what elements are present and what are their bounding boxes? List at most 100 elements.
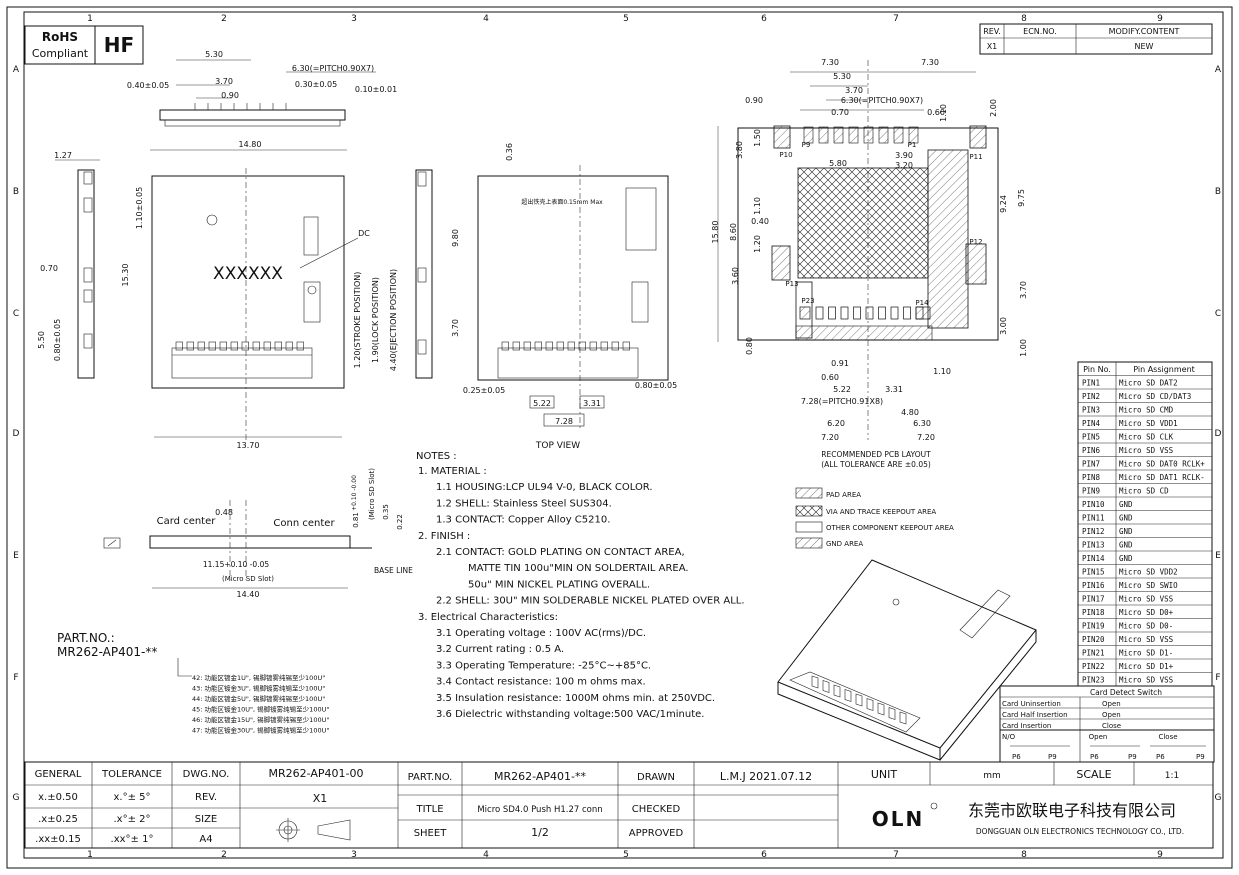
pin-number: PIN4	[1082, 419, 1101, 428]
cd-row1-val: Open	[1102, 700, 1121, 708]
pin-number: PIN3	[1082, 406, 1100, 415]
pcb-bottom-pads	[799, 306, 931, 320]
iso-finger	[855, 693, 863, 707]
cd-no: N/O	[1002, 733, 1016, 741]
dc-label: DC	[358, 229, 370, 238]
grid-col-bottom-5: 5	[623, 850, 629, 860]
dim-13.70: 13.70	[237, 441, 260, 450]
hf-badge: HF	[94, 25, 144, 65]
tol-linear-1: x.±0.50	[38, 792, 78, 803]
pin-assignment: GND	[1119, 514, 1133, 523]
dim-0.80-left: 0.80±0.05	[53, 319, 62, 361]
dim-3.31-top: 3.31	[583, 399, 601, 408]
grid-col-bottom-8: 8	[1021, 850, 1027, 860]
iso-finger	[833, 684, 841, 698]
grid-row-right-G: G	[1215, 793, 1222, 803]
pcb-dim-8: 1.10	[939, 104, 948, 122]
note-line-3: 1.2 SHELL: Stainless Steel SUS304.	[436, 498, 612, 509]
pcb-pad-bottom	[828, 306, 836, 320]
part-option-2: 43: 功能区镀金3U", 锡脚镀雾纯锡至少100U"	[192, 684, 325, 693]
contact-finger	[501, 341, 509, 351]
part-option-1: 42: 功能区镀金1U", 锡脚镀雾纯锡至少100U"	[192, 673, 325, 682]
pcb-pad-top	[878, 126, 889, 144]
pin-number: PIN7	[1082, 460, 1100, 469]
pcb-dim-28: 0.60	[821, 373, 839, 382]
contact-finger	[186, 341, 194, 351]
cd-row3-state: Card Insertion	[1002, 722, 1051, 730]
pcb-pad-top	[908, 126, 919, 144]
base-line-label: BASE LINE	[374, 566, 413, 575]
notes-title: NOTES :	[416, 451, 457, 462]
pcb-dim-13: 3.90	[895, 151, 913, 160]
pin-number: PIN23	[1082, 676, 1105, 685]
title-block: GENERAL TOLERANCE x.±0.50 x.°± 5° .x±0.2…	[24, 761, 1214, 849]
pcb-caption: RECOMMENDED PCB LAYOUT	[821, 450, 931, 459]
pin-number: PIN22	[1082, 662, 1105, 671]
pcb-dim-32: 7.28(=PITCH0.91X8)	[801, 397, 883, 406]
pin-assignment: Micro SD DAT1 RCLK-	[1119, 473, 1205, 482]
conn-center-label: Conn center	[273, 518, 335, 529]
grid-col-bottom-6: 6	[761, 850, 767, 860]
cd-p9-a: P9	[1048, 753, 1057, 761]
unit-value: mm	[983, 771, 1001, 781]
grid-row-D: D	[13, 429, 20, 439]
cd-row1-state: Card Uninsertion	[1002, 700, 1061, 708]
title-label: TITLE	[415, 804, 443, 815]
pin-assignment: Micro SD CMD	[1119, 406, 1174, 415]
title-value: Micro SD4.0 Push H1.27 conn	[477, 805, 602, 815]
contact-finger	[285, 341, 293, 351]
pcb-dim-31: 1.10	[933, 367, 951, 376]
pcb-pad-p23	[799, 306, 811, 320]
pin-assignment: GND	[1119, 541, 1133, 550]
scale-value: 1:1	[1165, 771, 1179, 781]
iso-finger	[866, 698, 874, 711]
pin-number: PIN11	[1082, 514, 1105, 523]
pin-assignment: Micro SD CD	[1119, 487, 1169, 496]
rohs-compliant: Compliant	[32, 47, 89, 60]
pin-assignment: Micro SD D0-	[1119, 622, 1173, 631]
pin-assignment: Micro SD CD/DAT3	[1119, 392, 1191, 401]
dim-stroke: 1.20(STROKE POSITION)	[353, 272, 362, 369]
cd-p9-c: P9	[1196, 753, 1205, 761]
pcb-dim-20: 15.80	[711, 221, 720, 244]
dim-3.70: 3.70	[215, 77, 233, 86]
pin-P12: P12	[969, 238, 982, 246]
tol-angle-1: x.°± 5°	[113, 792, 150, 803]
pcb-dim-4: 0.90	[745, 96, 763, 105]
pin-number: PIN14	[1082, 554, 1105, 563]
pcb-pad-top	[863, 126, 874, 144]
pin-number: PIN2	[1082, 392, 1100, 401]
grid-row-E: E	[13, 551, 19, 561]
dim-0.30: 0.30±0.05	[295, 80, 337, 89]
dim-0.22: 0.22	[396, 514, 404, 530]
pcb-dim-6: 0.70	[831, 108, 849, 117]
rev-value: X1	[987, 42, 998, 51]
dim-0.80-top: 0.80±0.05	[635, 381, 677, 390]
pin-assignment: Micro SD VSS	[1119, 595, 1174, 604]
pcb-pad-top	[803, 126, 814, 144]
pcb-pad-p14	[915, 306, 931, 320]
pin-assignment: Micro SD CLK	[1119, 433, 1174, 442]
contact-finger	[230, 341, 238, 351]
pcb-pad-bottom	[815, 306, 824, 320]
approved-label: APPROVED	[629, 828, 684, 839]
pcb-dim-27: 0.91	[831, 359, 849, 368]
dim-0.36: 0.36	[505, 143, 514, 161]
note-line-2: 1.1 HOUSING:LCP UL94 V-0, BLACK COLOR.	[436, 482, 653, 493]
dim-14.40: 14.40	[237, 590, 260, 599]
part-option-3: 44: 功能区镀金5U", 锡脚镀雾纯锡至少100U"	[192, 694, 325, 703]
part-no-label: PART.NO.:	[57, 631, 115, 645]
pin-P23: P23	[801, 297, 814, 305]
pin-assignment: Micro SD VDD1	[1119, 419, 1178, 428]
dim-1.27: 1.27	[54, 151, 72, 160]
pcb-pad-bottom	[840, 306, 849, 320]
legend-pad: PAD AREA	[826, 491, 861, 499]
grid-row-C: C	[13, 309, 19, 319]
dim-0.70-left: 0.70	[40, 264, 58, 273]
pcb-dim-14: 3.20	[895, 161, 913, 170]
pcb-dim-12: 5.80	[829, 159, 847, 168]
tol-angle-2: .x°± 2°	[113, 814, 150, 825]
dim-1.10: 1.10±0.05	[135, 187, 144, 229]
